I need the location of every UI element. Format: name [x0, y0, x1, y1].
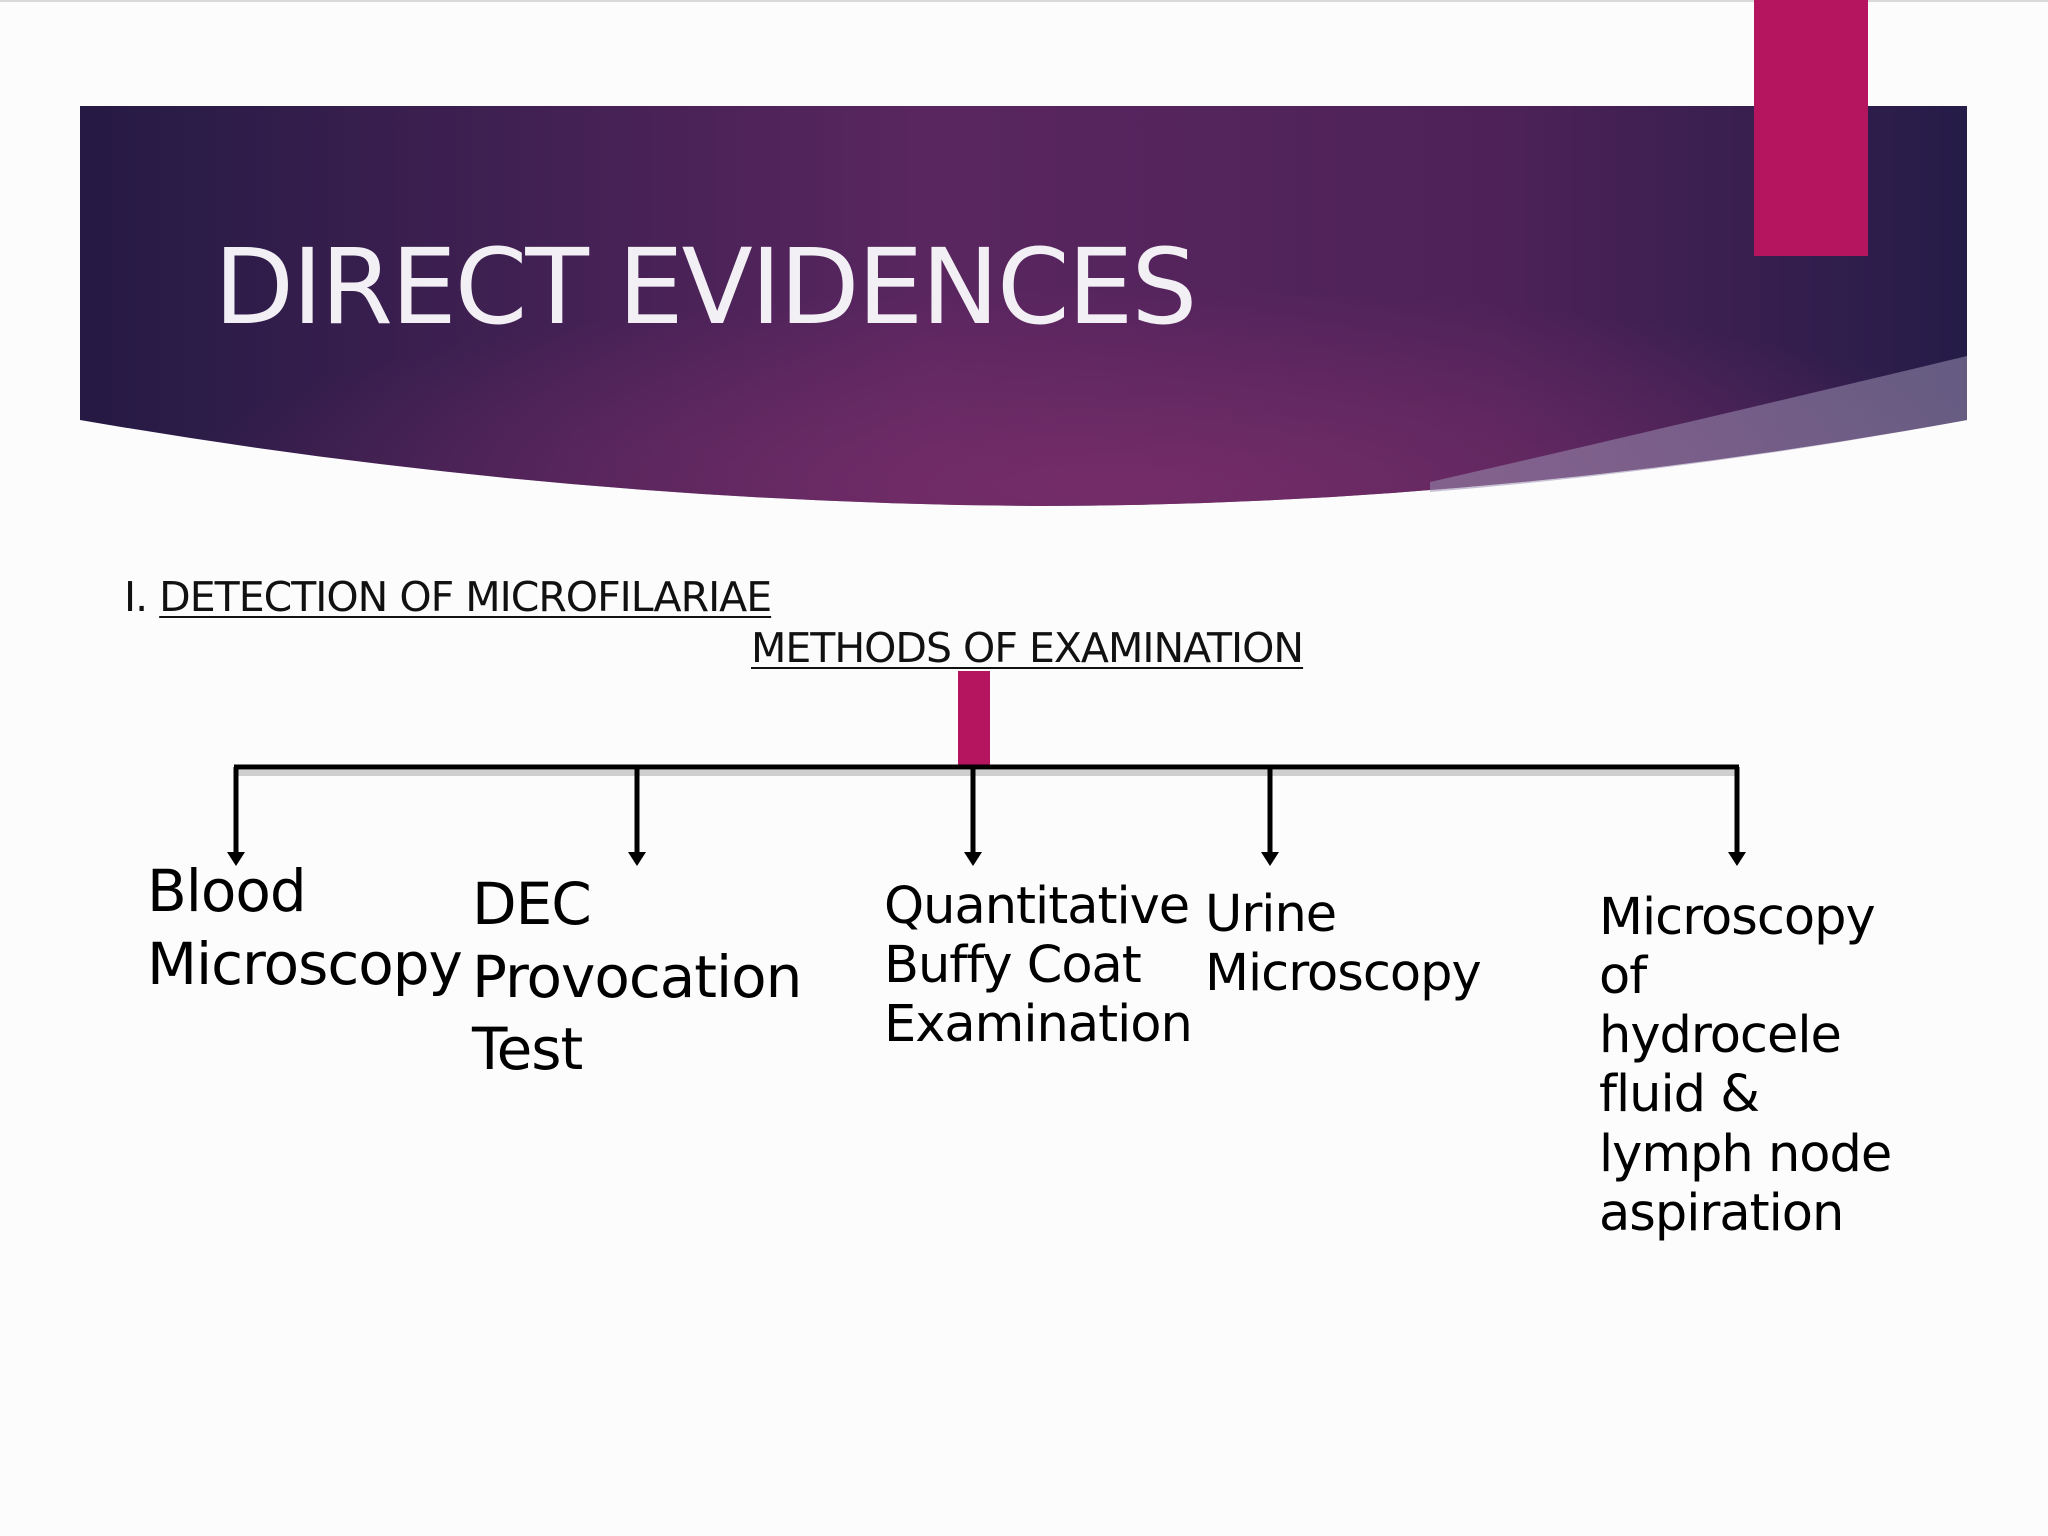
method-dec-provocation-test: DEC Provocation Test [472, 868, 802, 1086]
section-number: I. [124, 573, 148, 621]
diagram-heading-text: METHODS OF EXAMINATION [751, 624, 1304, 672]
center-stem [958, 671, 990, 765]
banner-swoosh [1430, 356, 1967, 492]
method-label-line: hydrocele [1599, 1006, 1842, 1066]
tree-connector [227, 671, 1746, 866]
method-label-line: DEC [472, 870, 592, 938]
bar-shadow [234, 770, 1739, 776]
method-label-line: Examination [884, 995, 1193, 1055]
diagram-heading: METHODS OF EXAMINATION [751, 624, 1304, 673]
top-rule [0, 0, 2048, 2]
method-quantitative-buffy-coat: Quantitative Buffy Coat Examination [884, 877, 1193, 1055]
arrow-head [964, 852, 982, 866]
method-urine-microscopy: Urine Microscopy [1205, 885, 1482, 1004]
method-label-line: Buffy Coat [884, 936, 1142, 996]
title-banner-glow [80, 106, 1967, 506]
method-label-line: lymph node [1599, 1124, 1892, 1184]
method-hydrocele-lymph-node: Microscopy of hydrocele fluid & lymph no… [1599, 888, 1892, 1243]
arrow-head [1261, 852, 1279, 866]
method-label-line: Microscopy [1599, 888, 1876, 947]
method-label-line: Test [472, 1015, 583, 1083]
accent-tab [1754, 0, 1868, 256]
method-blood-microscopy: Blood Microscopy [147, 855, 463, 1000]
section-heading: I. DETECTION OF MICROFILARIAE [124, 573, 772, 622]
method-label-line: Microscopy [147, 929, 463, 998]
method-label-line: Blood [147, 857, 307, 925]
arrow-head [628, 852, 646, 866]
method-label-line: Urine [1205, 885, 1337, 944]
arrow-head [1728, 852, 1746, 866]
page-title: DIRECT EVIDENCES [214, 226, 1197, 348]
method-label-line: fluid & [1599, 1065, 1760, 1125]
method-label-line: of [1599, 947, 1647, 1007]
section-heading-text: DETECTION OF MICROFILARIAE [159, 573, 772, 621]
method-label-line: Microscopy [1205, 944, 1482, 1004]
method-label-line: Provocation [472, 942, 802, 1011]
method-label-line: aspiration [1599, 1183, 1844, 1243]
method-label-line: Quantitative [884, 877, 1190, 936]
arrow-head [227, 852, 245, 866]
